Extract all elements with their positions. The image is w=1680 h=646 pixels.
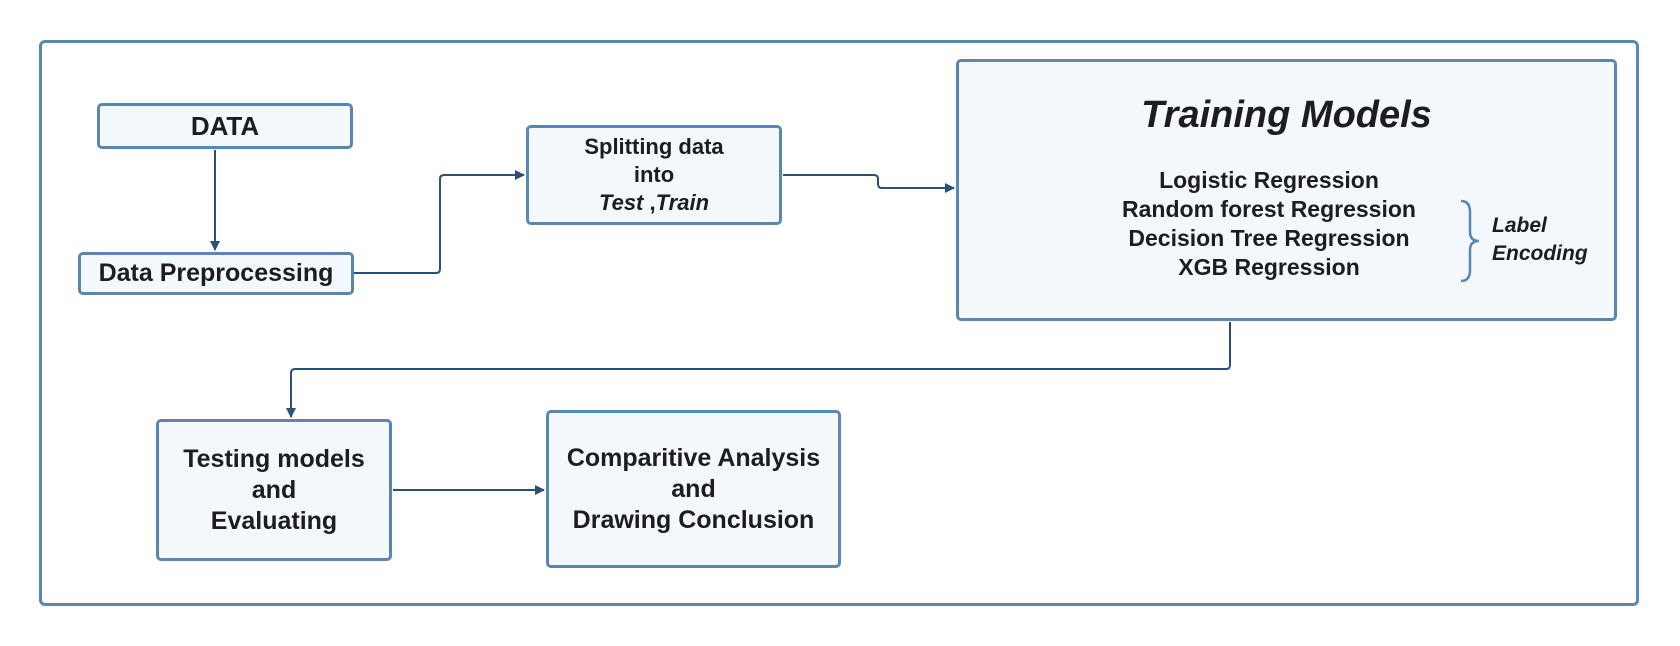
encoding-line: Label — [1492, 214, 1547, 237]
curly-brace-icon — [1460, 199, 1480, 283]
data-label: DATA — [190, 110, 260, 141]
model-item: Decision Tree Regression — [1128, 225, 1410, 251]
comparative-analysis-box: Comparitive Analysis and Drawing Conclus… — [546, 410, 841, 568]
splitting-line-3: Test ,Train — [599, 189, 709, 217]
model-item: Random forest Regression — [1122, 196, 1416, 222]
data-box: DATA — [97, 103, 353, 149]
testing-line: Evaluating — [210, 506, 338, 535]
data-preprocessing-label: Data Preprocessing — [98, 259, 334, 287]
splitting-line-1: Splitting data — [584, 134, 724, 159]
comparative-line: Drawing Conclusion — [572, 505, 815, 534]
comparative-line: and — [671, 474, 716, 503]
testing-line: Testing models — [183, 444, 365, 473]
testing-models-box: Testing models and Evaluating — [156, 419, 392, 561]
splitting-data-box: Splitting data into Test ,Train — [526, 125, 782, 225]
model-list: Logistic Regression Random forest Regres… — [1119, 166, 1419, 282]
model-item: XGB Regression — [1178, 254, 1360, 280]
model-item: Logistic Regression — [1159, 167, 1379, 193]
encoding-line: Encoding — [1492, 242, 1588, 265]
training-models-box: Training Models Logistic Regression Rand… — [956, 59, 1617, 321]
diagram-frame — [39, 40, 1639, 606]
label-encoding-note: Label Encoding — [1492, 212, 1588, 268]
data-preprocessing-box: Data Preprocessing — [78, 252, 354, 295]
training-models-title: Training Models — [1141, 94, 1432, 136]
split-separator: , — [643, 190, 656, 215]
test-label: Test — [598, 190, 644, 215]
testing-line: and — [251, 475, 297, 504]
arrow-training-to-testing — [286, 322, 1231, 418]
splitting-line-2: into — [633, 162, 675, 187]
arrow-preprocessing-to-splitting — [354, 170, 525, 274]
arrow-splitting-to-training — [783, 174, 955, 193]
comparative-line: Comparitive Analysis — [566, 443, 821, 472]
train-label: Train — [655, 190, 710, 215]
